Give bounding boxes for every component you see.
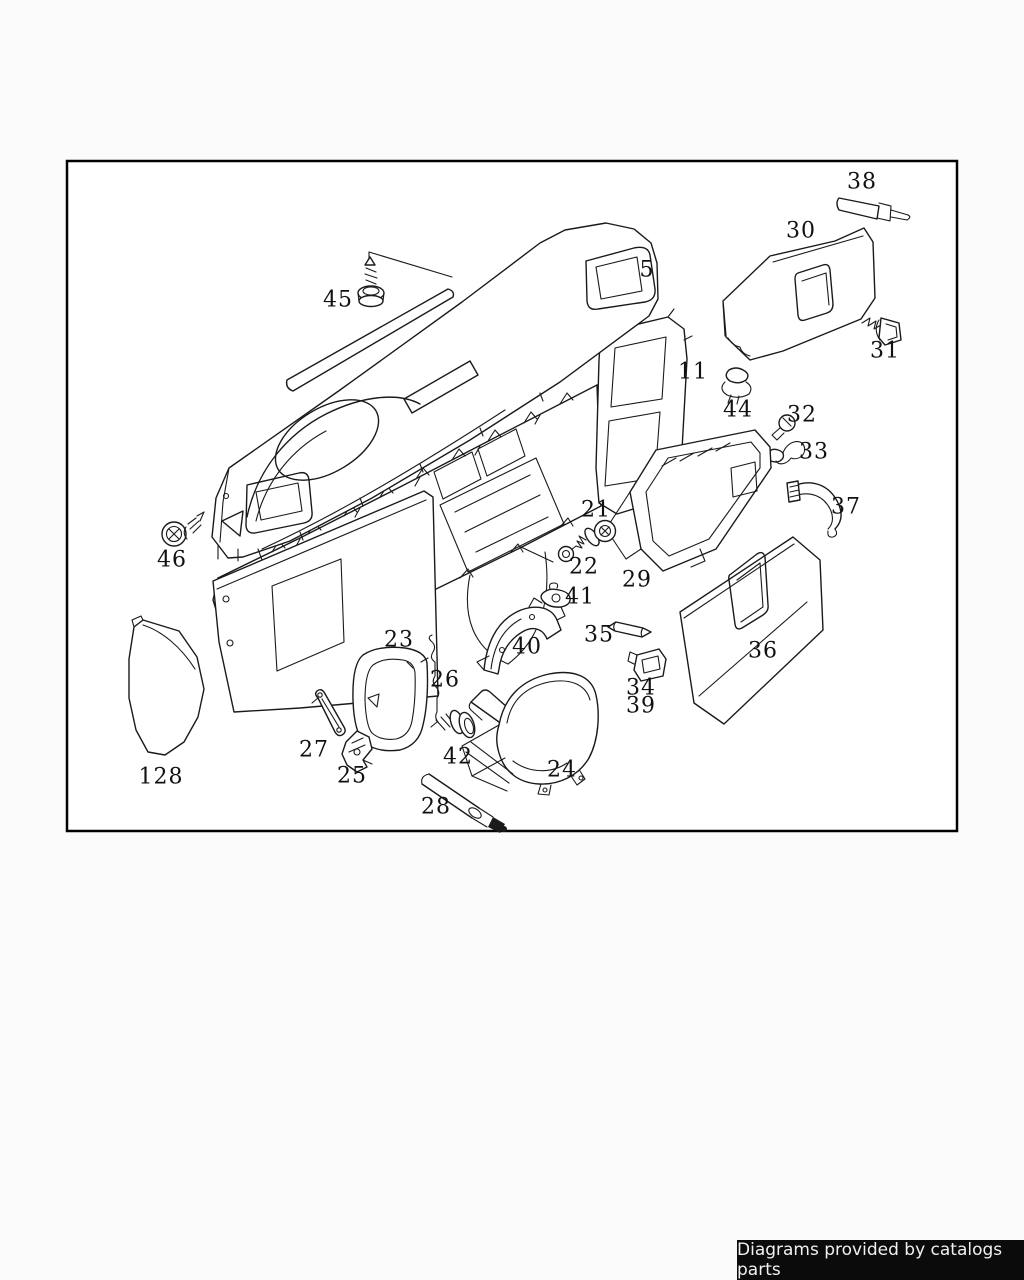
part-27-lever-drawing [311, 689, 346, 737]
part-35-bulb-drawing [607, 621, 652, 638]
part-22-grommet-drawing [520, 545, 575, 563]
footer-credit-text: Diagrams provided by catalogs parts [737, 1240, 1003, 1280]
part-44-fastener-drawing [721, 367, 752, 405]
part-21-screw-drawing [570, 519, 617, 551]
part-31-screw-drawing [861, 317, 902, 346]
part-42-screw-drawing [430, 709, 476, 739]
part-32-bulb-drawing [771, 414, 796, 441]
part-28-tube-drawing [421, 773, 507, 833]
part-40-bracket-drawing [476, 597, 566, 675]
part-29-bracket-drawing [605, 429, 772, 572]
dashboard-pad-drawing [211, 222, 659, 562]
part-25-switch-drawing [341, 730, 373, 773]
part-37-strap-drawing [786, 480, 842, 538]
footer-credit-bar: Diagrams provided by catalogs parts [737, 1240, 1024, 1280]
part-34-socket-drawing [627, 648, 667, 682]
part-46-screw-drawing [161, 511, 205, 547]
part-26-rod-drawing [420, 634, 440, 723]
part-128-side-panel-drawing [128, 615, 205, 756]
part-30-glovebox-lid-drawing [722, 227, 876, 361]
part-41-clip-drawing [540, 582, 571, 608]
part-38-damper-drawing [836, 197, 911, 222]
part-24-housing-drawing [461, 671, 599, 796]
part-36-glovebox-door-drawing [679, 536, 824, 725]
part-45-screw-drawing [357, 251, 453, 308]
